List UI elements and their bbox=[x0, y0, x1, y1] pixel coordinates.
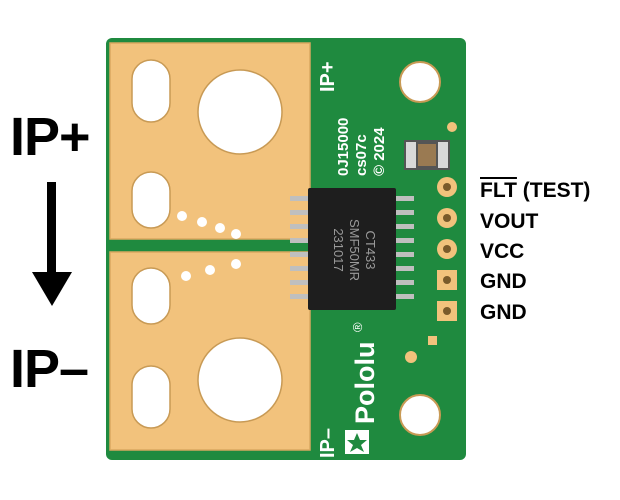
silk-ip-minus: IP– bbox=[317, 428, 339, 458]
ip-minus-pad bbox=[109, 251, 311, 451]
pin-label-vout: VOUT bbox=[480, 210, 539, 233]
silk-ip-plus: IP+ bbox=[317, 61, 339, 92]
pin-label-flt: FLT (TEST) bbox=[480, 180, 590, 201]
mounting-holes bbox=[399, 61, 441, 436]
pololu-logo: Pololu ® bbox=[345, 322, 380, 454]
chip-marking: CT433 SMF50MR 231017 bbox=[331, 219, 378, 281]
pad-vias bbox=[177, 211, 241, 281]
silk-code: cs07c bbox=[353, 134, 370, 176]
pin-label-gnd-1: GND bbox=[480, 270, 527, 293]
top-via bbox=[447, 122, 457, 132]
ip-minus-label: IP– bbox=[10, 339, 89, 399]
small-pad bbox=[428, 336, 437, 345]
ic-chip bbox=[308, 188, 396, 310]
pololu-registered-mark: ® bbox=[350, 322, 365, 332]
ip-plus-pad bbox=[109, 42, 311, 240]
capacitor bbox=[404, 140, 450, 170]
pin-label-flt-rest: (TEST) bbox=[516, 179, 591, 202]
chip-text-line-2: SMF50MR bbox=[347, 219, 362, 281]
chip-text-line-3: 231017 bbox=[331, 228, 346, 271]
pin-label-flt-overline: FLT bbox=[480, 179, 517, 202]
silk-copyright: © 2024 bbox=[371, 127, 388, 176]
chip-text-line-1: CT433 bbox=[363, 230, 378, 269]
ip-plus-label: IP+ bbox=[10, 107, 91, 167]
pin-label-vcc: VCC bbox=[480, 240, 525, 263]
header-pads bbox=[437, 177, 457, 321]
pololu-brand: Pololu bbox=[350, 342, 380, 425]
pin-label-gnd-2: GND bbox=[480, 301, 527, 324]
ic-pins bbox=[290, 196, 414, 299]
current-direction-arrow bbox=[32, 182, 72, 306]
bottom-via bbox=[405, 351, 417, 363]
silk-part-number: 0J15000 bbox=[335, 118, 352, 176]
